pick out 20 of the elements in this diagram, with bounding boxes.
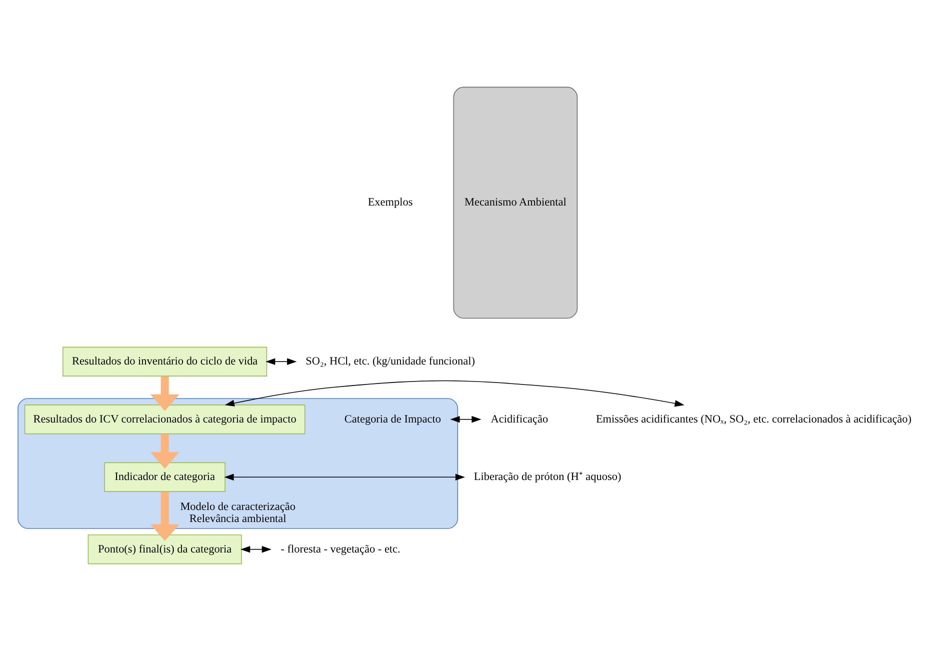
node-box: Resultados do ICV correlacionados à categoria de impacto bbox=[24, 404, 306, 434]
node-text: - floresta - vegetação - etc. bbox=[280, 542, 400, 555]
node-text: Emissões acidificantes (NOₓ, SO₂, etc. correlacionados à acidificação) bbox=[596, 412, 912, 425]
node-text: Acidificação bbox=[490, 412, 548, 425]
node-text: Liberação de próton (H⁺ aquoso) bbox=[474, 470, 622, 483]
arrow bbox=[150, 376, 180, 410]
arrow bbox=[450, 416, 482, 422]
node-box: Resultados do inventário do ciclo de vida bbox=[62, 346, 268, 376]
node-box: Indicador de categoria bbox=[104, 462, 226, 492]
arrow bbox=[150, 491, 180, 540]
node-box: Ponto(s) final(is) da categoria bbox=[88, 534, 242, 564]
arrow bbox=[224, 380, 684, 406]
node-text: SO₂, HCl, etc. (kg/unidade funcional) bbox=[306, 355, 475, 368]
arrow bbox=[240, 545, 272, 552]
node-text: Categoria de Impacto bbox=[344, 412, 441, 425]
arrow bbox=[150, 434, 180, 468]
node-box: Mecanismo Ambiental bbox=[453, 86, 578, 318]
arrow bbox=[266, 358, 297, 364]
label: Exemplos bbox=[368, 196, 413, 208]
arrow bbox=[224, 473, 466, 480]
